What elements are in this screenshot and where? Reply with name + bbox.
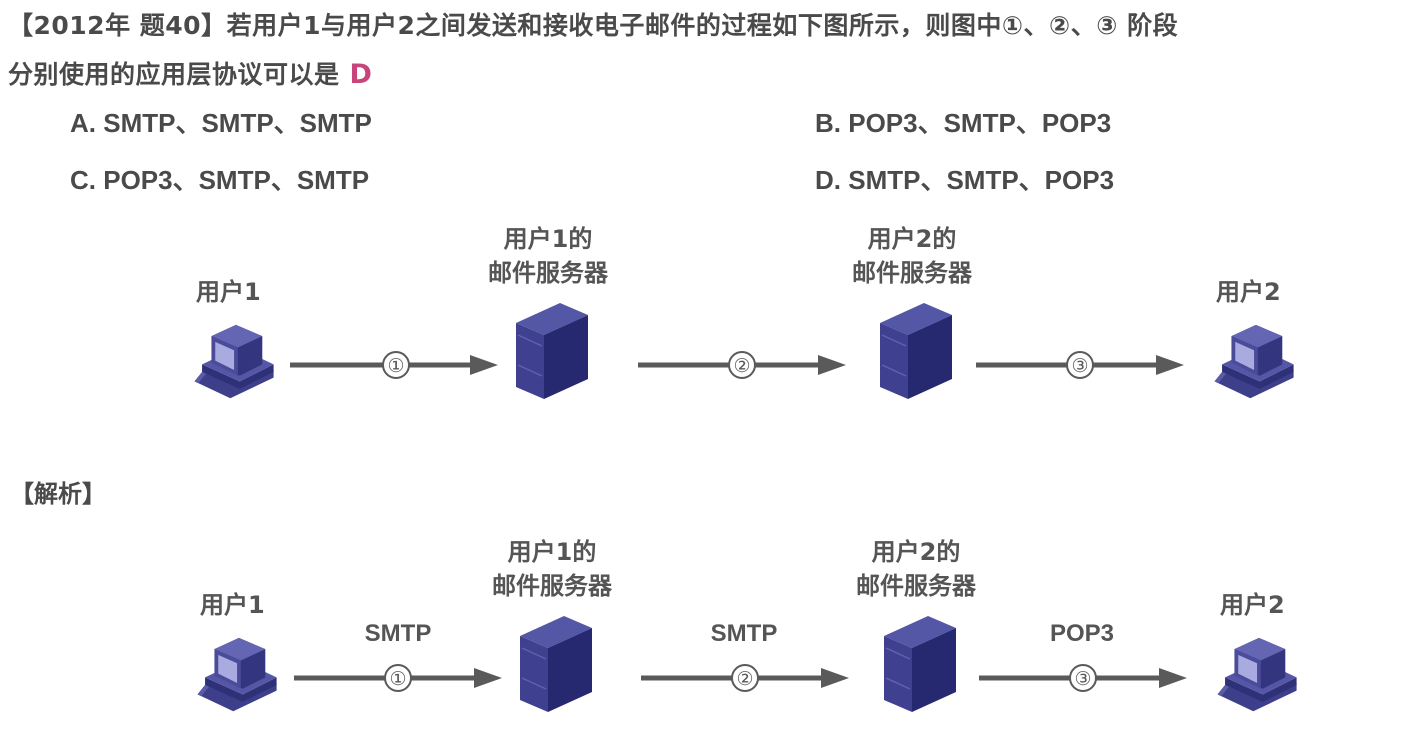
arrow-step-3: ③	[976, 351, 1184, 379]
label-server1: 用户1的 邮件服务器	[488, 222, 608, 290]
option-c: C. POP3、SMTP、SMTP	[70, 165, 370, 195]
option-b: B. POP3、SMTP、POP3	[815, 108, 1112, 138]
analysis-heading: 【解析】	[10, 480, 106, 508]
label-server2-line1: 用户2的	[867, 225, 957, 253]
label-server2-line2: 邮件服务器	[856, 572, 976, 600]
label-server1-line2: 邮件服务器	[492, 572, 612, 600]
answer-badge: D	[349, 59, 373, 90]
server-icon	[876, 298, 956, 404]
question-text-line1: 【2012年 题40】若用户1与用户2之间发送和接收电子邮件的过程如下图所示，则…	[8, 11, 1179, 40]
question-text-line2-body: 分别使用的应用层协议可以是	[8, 60, 340, 89]
label-server1: 用户1的 邮件服务器	[492, 535, 612, 603]
label-server1-line1: 用户1的	[507, 538, 597, 566]
computer-icon	[1212, 323, 1298, 403]
question-text-line2: 分别使用的应用层协议可以是 D	[8, 55, 372, 91]
arrow-step-1: ①	[290, 351, 498, 379]
server-icon	[880, 611, 960, 717]
label-server1-line2: 邮件服务器	[488, 259, 608, 287]
step-number: ③	[1071, 355, 1088, 377]
arrow-step-1: ①	[294, 664, 502, 692]
step-number: ③	[1074, 668, 1091, 690]
protocol-label-3: POP3	[1049, 620, 1115, 647]
computer-icon	[195, 636, 281, 716]
step-number: ①	[387, 355, 404, 377]
step-number: ①	[389, 668, 406, 690]
label-user2: 用户2	[1216, 278, 1281, 306]
option-d: D. SMTP、SMTP、POP3	[815, 165, 1115, 195]
arrow-step-2: ②	[638, 351, 846, 379]
label-server2-line1: 用户2的	[871, 538, 961, 566]
computer-icon	[192, 323, 278, 403]
label-server2: 用户2的 邮件服务器	[856, 535, 976, 603]
protocol-label-2: SMTP	[710, 620, 778, 647]
step-number: ②	[733, 355, 750, 377]
arrow-step-2: ②	[641, 664, 849, 692]
label-server2: 用户2的 邮件服务器	[852, 222, 972, 290]
arrow-step-3: ③	[979, 664, 1187, 692]
protocol-label-1: SMTP	[364, 620, 432, 647]
server-icon	[516, 611, 596, 717]
label-user1: 用户1	[200, 591, 265, 619]
label-server1-line1: 用户1的	[503, 225, 593, 253]
option-a: A. SMTP、SMTP、SMTP	[70, 108, 372, 138]
label-user2: 用户2	[1220, 591, 1285, 619]
computer-icon	[1215, 636, 1301, 716]
label-user1: 用户1	[196, 278, 261, 306]
step-number: ②	[736, 668, 753, 690]
server-icon	[512, 298, 592, 404]
label-server2-line2: 邮件服务器	[852, 259, 972, 287]
